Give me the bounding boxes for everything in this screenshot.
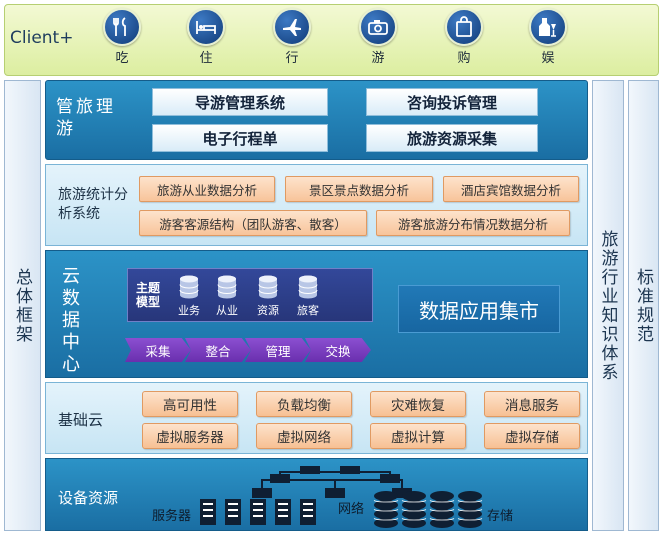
server-rack-icon xyxy=(200,499,316,525)
message-service-button[interactable]: 消息服务 xyxy=(484,391,580,417)
framework-column: 总体框架 xyxy=(4,80,41,531)
storage-label: 存储 xyxy=(487,509,514,524)
practitioner-analysis-button[interactable]: 旅游从业数据分析 xyxy=(139,176,275,202)
standards-column: 标准规范 xyxy=(628,80,659,531)
knowledge-system-column: 旅游行业知识体系 xyxy=(592,80,624,531)
database-label: 业务 xyxy=(178,304,200,317)
framework-label: 总体框架 xyxy=(12,267,32,344)
database-resource[interactable]: 资源 xyxy=(251,274,285,317)
client-item-label: 吃 xyxy=(115,51,129,66)
client-item-travel[interactable]: 行 xyxy=(272,8,312,66)
client-item-label: 行 xyxy=(285,51,299,66)
client-item-label: 购 xyxy=(457,51,471,66)
database-icon xyxy=(217,275,237,299)
dining-icon xyxy=(103,8,141,46)
network-label: 网络 xyxy=(338,502,365,517)
analysis-layer-label: 旅游统计分析系统 xyxy=(58,187,128,222)
virtual-compute-button[interactable]: 虚拟计算 xyxy=(370,423,466,449)
virtual-storage-button[interactable]: 虚拟存储 xyxy=(484,423,580,449)
knowledge-system-label: 旅游行业知识体系 xyxy=(597,229,618,382)
virtual-server-button[interactable]: 虚拟服务器 xyxy=(142,423,238,449)
visitor-source-button[interactable]: 游客客源结构（团队游客、散客） xyxy=(139,210,367,236)
flow-step-manage[interactable]: 管理 xyxy=(245,338,311,362)
database-business[interactable]: 业务 xyxy=(172,274,206,317)
standards-label: 标准规范 xyxy=(633,267,653,344)
storage-disks-icon xyxy=(373,491,483,528)
resource-collection-button[interactable]: 旅游资源采集 xyxy=(366,124,538,152)
disaster-recovery-button[interactable]: 灾难恢复 xyxy=(370,391,466,417)
load-balancing-button[interactable]: 负载均衡 xyxy=(256,391,352,417)
data-market-box[interactable]: 数据应用集市 xyxy=(398,285,560,333)
flow-step-exchange[interactable]: 交换 xyxy=(305,338,371,362)
tour-guide-system-button[interactable]: 导游管理系统 xyxy=(152,88,328,116)
servers-label: 服务器 xyxy=(152,509,192,524)
shopping-icon xyxy=(445,8,483,46)
client-item-tour[interactable]: 游 xyxy=(358,8,398,66)
equipment-label: 设备资源 xyxy=(58,489,119,507)
database-label: 资源 xyxy=(257,304,279,317)
database-label: 从业 xyxy=(216,304,238,317)
database-icon xyxy=(298,275,318,299)
airplane-icon xyxy=(273,8,311,46)
theme-model-label: 主题模型 xyxy=(136,281,161,309)
flow-step-integrate[interactable]: 整合 xyxy=(185,338,251,362)
flow-step-collect[interactable]: 采集 xyxy=(125,338,191,362)
visitor-distribution-button[interactable]: 游客旅游分布情况数据分析 xyxy=(376,210,570,236)
database-label: 旅客 xyxy=(297,304,319,317)
client-item-label: 住 xyxy=(199,51,213,66)
management-layer-label: 管旅理游 xyxy=(56,97,116,139)
database-practitioner[interactable]: 从业 xyxy=(210,274,244,317)
bed-icon xyxy=(187,8,225,46)
complaint-management-button[interactable]: 咨询投诉管理 xyxy=(366,88,538,116)
client-item-label: 游 xyxy=(371,51,385,66)
infrastructure-label: 基础云 xyxy=(58,411,104,429)
client-item-label: 娱 xyxy=(541,51,555,66)
camera-icon xyxy=(359,8,397,46)
network-topology-icon xyxy=(252,466,412,498)
client-item-stay[interactable]: 住 xyxy=(186,8,226,66)
theme-model-box xyxy=(127,268,373,322)
data-center-label: 云数据中心 xyxy=(62,266,80,375)
hotel-analysis-button[interactable]: 酒店宾馆数据分析 xyxy=(443,176,579,202)
e-itinerary-button[interactable]: 电子行程单 xyxy=(152,124,328,152)
database-traveler[interactable]: 旅客 xyxy=(291,274,325,317)
client-item-entertain[interactable]: 娱 xyxy=(528,8,568,66)
client-item-eat[interactable]: 吃 xyxy=(102,8,142,66)
client-item-shop[interactable]: 购 xyxy=(444,8,484,66)
scenic-analysis-button[interactable]: 景区景点数据分析 xyxy=(285,176,433,202)
database-icon xyxy=(258,275,278,299)
high-availability-button[interactable]: 高可用性 xyxy=(142,391,238,417)
database-icon xyxy=(179,275,199,299)
drink-icon xyxy=(529,8,567,46)
client-label: Client+ xyxy=(10,28,74,48)
virtual-network-button[interactable]: 虚拟网络 xyxy=(256,423,352,449)
